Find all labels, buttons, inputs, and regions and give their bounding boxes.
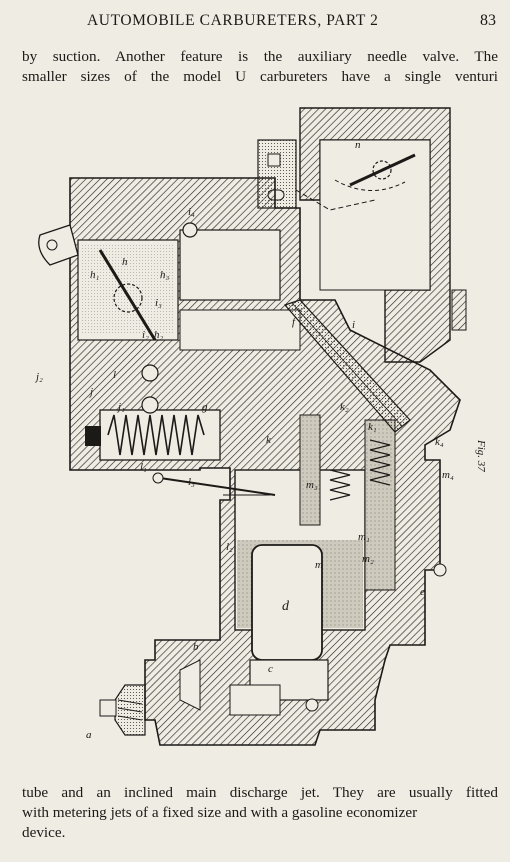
text-line: smaller sizes of the model U carbureters… — [22, 68, 498, 85]
label-m4: m₄ — [442, 469, 454, 481]
label-c: c — [268, 663, 273, 675]
figure-caption: Fig. 37 — [475, 440, 487, 472]
label-m: m — [315, 559, 323, 571]
label-h3: h₃ — [160, 269, 170, 281]
label-a: a — [86, 729, 92, 741]
running-title: AUTOMOBILE CARBURETERS, PART 2 — [87, 12, 379, 29]
carbureter-body — [38, 177, 461, 746]
label-f: f — [292, 316, 297, 328]
label-l: l — [113, 369, 116, 381]
label-j2: j₂ — [34, 371, 43, 383]
label-h: h — [122, 256, 128, 268]
label-l1: l₁ — [140, 461, 147, 473]
label-d: d — [282, 599, 290, 614]
label-m3: m₃ — [306, 479, 318, 491]
text-line: tube and an inclined main discharge jet.… — [22, 784, 498, 801]
label-g: g — [202, 401, 208, 413]
text-line: with metering jets of a fixed size and w… — [22, 804, 418, 821]
label-j: j — [88, 386, 93, 398]
page-number: 83 — [480, 12, 496, 29]
label-n: n — [355, 139, 361, 151]
carbureter-section-figure: a b c d e f g h i j k l m n h₁ h₂ h₃ i₂ … — [30, 100, 500, 765]
bottom-paragraph: tube and an inclined main discharge jet.… — [22, 783, 498, 843]
label-h2: h₂ — [154, 329, 164, 341]
label-k4: k₄ — [435, 436, 444, 448]
text-line: by suction. Another feature is the auxil… — [22, 48, 498, 65]
label-i4: i₄ — [188, 206, 195, 218]
carbureter-drawing: a b c d e f g h i j k l m n h₁ h₂ h₃ i₂ … — [34, 107, 467, 746]
text-line: device. — [22, 824, 66, 841]
label-l3: l₃ — [188, 476, 195, 488]
label-i3: i₃ — [155, 297, 162, 309]
label-k1: k₁ — [368, 421, 377, 433]
label-h1: h₁ — [90, 269, 100, 281]
running-header: AUTOMOBILE CARBURETERS, PART 2 83 — [0, 12, 510, 36]
top-paragraph: by suction. Another feature is the auxil… — [22, 47, 498, 87]
label-k2: k₂ — [340, 401, 349, 413]
label-i2: i₂ — [142, 329, 149, 341]
label-j1: j₁ — [116, 401, 125, 413]
label-b: b — [193, 641, 199, 653]
figure-labels: a b c d e f g h i j k l m n h₁ h₂ h₃ i₂ … — [34, 139, 454, 741]
label-l2: l₂ — [226, 541, 233, 553]
label-m2: m₂ — [362, 553, 374, 565]
label-e: e — [420, 586, 425, 598]
throttle-housing — [299, 107, 467, 363]
label-i: i — [352, 319, 355, 331]
label-m1: m₁ — [358, 531, 370, 543]
label-k: k — [266, 434, 272, 446]
